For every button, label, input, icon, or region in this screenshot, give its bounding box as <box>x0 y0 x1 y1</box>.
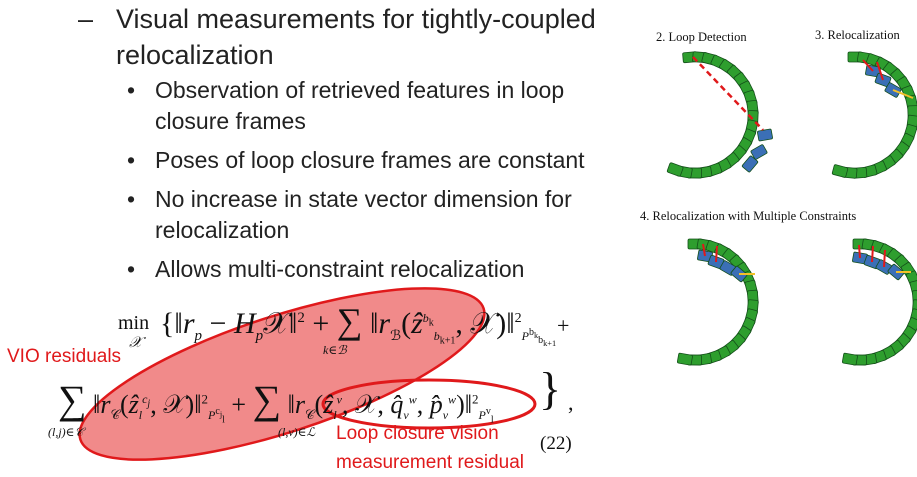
trajectory-figure <box>666 51 917 366</box>
keyframe-green <box>842 352 858 366</box>
loop-detection-trajectory <box>666 51 773 179</box>
relocalization-path <box>892 89 914 99</box>
constraint-link <box>715 245 718 263</box>
relocalization-link <box>862 59 874 72</box>
multi-constraint-trajectory-b <box>842 238 917 366</box>
eq-sum1-sub: k∈ℬ <box>323 343 347 357</box>
bullet-dot: • <box>127 256 136 282</box>
level1-item-cont: relocalization <box>116 38 274 72</box>
level1-item: –Visual measurements for tightly-coupled <box>78 2 596 36</box>
bullet-dot: • <box>127 186 136 212</box>
eq-min: min <box>118 312 150 334</box>
loop-closure-label-1: Loop closure vision <box>336 423 499 444</box>
keyframe-blue <box>757 128 773 142</box>
vio-residuals-label: VIO residuals <box>7 346 122 367</box>
eq-line2: ∑ ‖r𝒞(ẑlcj, 𝒳)‖2Pcjl + ∑ ‖r𝒞(ẑlv, 𝒳, q̂v… <box>58 377 494 426</box>
constraint-link <box>871 245 874 263</box>
level1-text-1: Visual measurements for tightly-coupled <box>116 4 596 34</box>
dash-glyph: – <box>78 4 94 34</box>
bullet-text-cont: closure frames <box>155 108 306 134</box>
eq-sum3-sub: (l,v)∈ℒ <box>278 425 316 439</box>
loop-ellipse <box>321 378 537 430</box>
figure-label-multi-constraints: 4. Relocalization with Multiple Constrai… <box>640 209 857 223</box>
constraint-link <box>858 244 861 259</box>
relocalization-link <box>876 61 884 81</box>
multi-constraint-trajectory-a <box>677 238 759 366</box>
eq-sum2-sub: (l,j)∈𝒞 <box>48 425 84 439</box>
bullet-dot: • <box>127 77 136 103</box>
eq-plus: + <box>557 313 570 338</box>
figure-label-relocalization: 3. Relocalization <box>815 28 900 42</box>
eq-min-sub: 𝒳 <box>129 335 142 351</box>
constraint-link <box>702 243 706 257</box>
relocalization-trajectory <box>831 51 917 179</box>
keyframe-blue <box>741 155 759 173</box>
eq-close-brace: } <box>539 363 562 414</box>
bullet-text: Observation of retrieved features in loo… <box>155 77 565 103</box>
bullet-item-2: • Poses of loop closure frames are const… <box>127 145 585 176</box>
figure-label-loop-detection: 2. Loop Detection <box>656 30 747 44</box>
bullet-item-4: • Allows multi-constraint relocalization <box>127 254 525 285</box>
bullet-item-3: • No increase in state vector dimension … <box>127 184 572 246</box>
eq-comma: , <box>568 390 574 415</box>
level1-text-2: relocalization <box>116 40 274 70</box>
keyframe-blue <box>750 144 768 160</box>
keyframe-green <box>677 352 693 366</box>
bullet-text: Allows multi-constraint relocalization <box>155 256 525 282</box>
keyframe-green <box>666 162 684 177</box>
vio-ellipse <box>78 287 486 461</box>
keyframe-green <box>831 164 849 178</box>
bullet-text-cont: relocalization <box>155 217 290 243</box>
eq-line1: {‖rp − Hp𝒳‖2 + ∑ ‖rℬ(ẑbkbk+1, 𝒳)‖2Pbkbk+… <box>160 301 557 349</box>
bullet-item-1: • Observation of retrieved features in l… <box>127 75 565 137</box>
bullet-dot: • <box>127 147 136 173</box>
constraint-link <box>883 249 886 268</box>
loop-detection-link <box>692 56 764 131</box>
bullet-text: No increase in state vector dimension fo… <box>155 186 572 212</box>
bullet-text: Poses of loop closure frames are constan… <box>155 147 585 173</box>
equation-number: (22) <box>540 433 572 454</box>
loop-closure-label-2: measurement residual <box>336 452 524 473</box>
